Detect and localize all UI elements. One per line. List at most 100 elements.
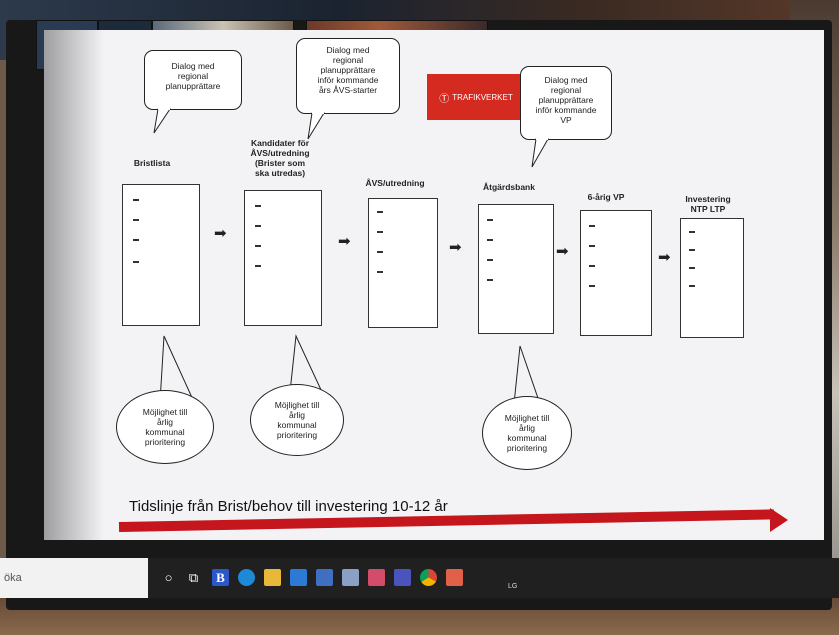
list-dash [487, 259, 493, 261]
flow-arrow: ➡ [214, 225, 227, 242]
chrome-icon[interactable] [420, 569, 437, 586]
list-dash [589, 225, 595, 227]
list-dash [133, 199, 139, 201]
priority-oval-1: Möjlighet till årlig kommunal prioriteri… [116, 390, 214, 464]
list-dash [589, 285, 595, 287]
oval-line: prioritering [144, 437, 186, 447]
timeline-arrow-head [770, 508, 788, 532]
list-dash [689, 267, 695, 269]
trafikverket-logo: Ⓣ TRAFIKVERKET [427, 74, 525, 120]
list-dash [689, 285, 695, 287]
dialog-bubble-1: Dialog med regional planupprättare [144, 50, 242, 110]
title-line: 6-årig VP [587, 192, 625, 202]
column-title-6arig-vp: 6-årig VP [576, 192, 636, 202]
bubble-line: VP [560, 115, 572, 125]
flow-arrow: ➡ [658, 249, 671, 266]
oval-line: Möjlighet till [142, 407, 188, 417]
oval-line: Möjlighet till [274, 400, 320, 410]
bubble-line: regional [177, 71, 209, 81]
list-dash [487, 219, 493, 221]
list-dash [377, 251, 383, 253]
flow-arrow: ➡ [338, 233, 351, 250]
title-line: Kandidater för [250, 138, 310, 148]
title-line: (Brister som [254, 158, 306, 168]
oval-line: årlig [156, 417, 174, 427]
column-box [244, 190, 322, 326]
bubble-line: Dialog med [544, 75, 588, 85]
bubble-line: planupprättare [538, 95, 594, 105]
list-dash [487, 279, 493, 281]
priority-oval-2: Möjlighet till årlig kommunal prioriteri… [250, 384, 344, 456]
file-explorer-icon[interactable] [264, 569, 281, 586]
title-line: Investering [685, 194, 731, 204]
bubble-line: års ÅVS-starter [318, 85, 378, 95]
mail-icon[interactable] [290, 569, 307, 586]
list-dash [133, 239, 139, 241]
column-title-avs: ÅVS/utredning [360, 178, 430, 188]
list-dash [589, 265, 595, 267]
list-dash [377, 231, 383, 233]
oval-line: prioritering [506, 443, 548, 453]
list-dash [689, 231, 695, 233]
weather-icon[interactable] [316, 569, 333, 586]
column-box [122, 184, 200, 326]
priority-oval-3: Möjlighet till årlig kommunal prioriteri… [482, 396, 572, 470]
cortana-icon[interactable]: ○ [164, 570, 173, 585]
task-view-icon[interactable]: ⧉ [188, 570, 199, 585]
flow-arrow: ➡ [556, 243, 569, 260]
list-dash [133, 261, 139, 263]
title-line: NTP LTP [690, 204, 726, 214]
bubble-line: regional [332, 55, 364, 65]
list-dash [133, 219, 139, 221]
logo-text: TRAFIKVERKET [452, 92, 513, 102]
bubble-tail [307, 112, 325, 140]
monitor-brand-logo: LG [508, 583, 518, 590]
list-dash [255, 265, 261, 267]
oval-line: prioritering [276, 430, 318, 440]
list-dash [377, 271, 383, 273]
list-dash [589, 245, 595, 247]
edge-icon[interactable] [238, 569, 255, 586]
oval-tail [159, 335, 195, 403]
oval-line: kommunal [277, 420, 317, 430]
bubble-line: Dialog med [171, 61, 215, 71]
column-title-investering: Investering NTP LTP [676, 194, 740, 214]
bubble-line: regional [550, 85, 582, 95]
bubble-line: planupprättare [320, 65, 376, 75]
screen-shade [44, 30, 104, 540]
column-box [580, 210, 652, 336]
app-icon[interactable] [368, 569, 385, 586]
column-box [680, 218, 744, 338]
title-line: ska utredas) [254, 168, 306, 178]
list-dash [487, 239, 493, 241]
list-dash [255, 225, 261, 227]
windows-taskbar: öka ○ ⧉ B [0, 558, 839, 598]
title-line: ÅVS/utredning [365, 178, 425, 188]
presentation-slide: Ⓣ TRAFIKVERKET Dialog med regional planu… [44, 30, 824, 540]
app-icon[interactable] [446, 569, 463, 586]
oval-tail [513, 345, 541, 405]
bubble-line: Dialog med [326, 45, 370, 55]
oval-line: årlig [288, 410, 306, 420]
list-dash [255, 205, 261, 207]
search-box[interactable]: öka [0, 558, 148, 598]
bubble-tail [153, 108, 171, 134]
title-line: Åtgärdsbank [483, 182, 535, 192]
column-box [368, 198, 438, 328]
bubble-tail [531, 138, 549, 168]
title-line: Bristlista [133, 158, 171, 168]
list-dash [377, 211, 383, 213]
bubble-line: inför kommande [535, 105, 597, 115]
b-app-icon[interactable]: B [212, 569, 229, 586]
column-title-bristlista: Bristlista [122, 158, 182, 168]
column-box [478, 204, 554, 334]
oval-tail [289, 334, 323, 393]
oval-line: kommunal [145, 427, 185, 437]
logo-icon: Ⓣ [439, 93, 450, 105]
column-title-kandidater: Kandidater för ÅVS/utredning (Brister so… [240, 138, 320, 178]
list-dash [255, 245, 261, 247]
teams-icon[interactable] [394, 569, 411, 586]
dialog-bubble-3: Dialog med regional planupprättare inför… [520, 66, 612, 140]
dialog-bubble-2: Dialog med regional planupprättare inför… [296, 38, 400, 114]
app-icon[interactable] [342, 569, 359, 586]
